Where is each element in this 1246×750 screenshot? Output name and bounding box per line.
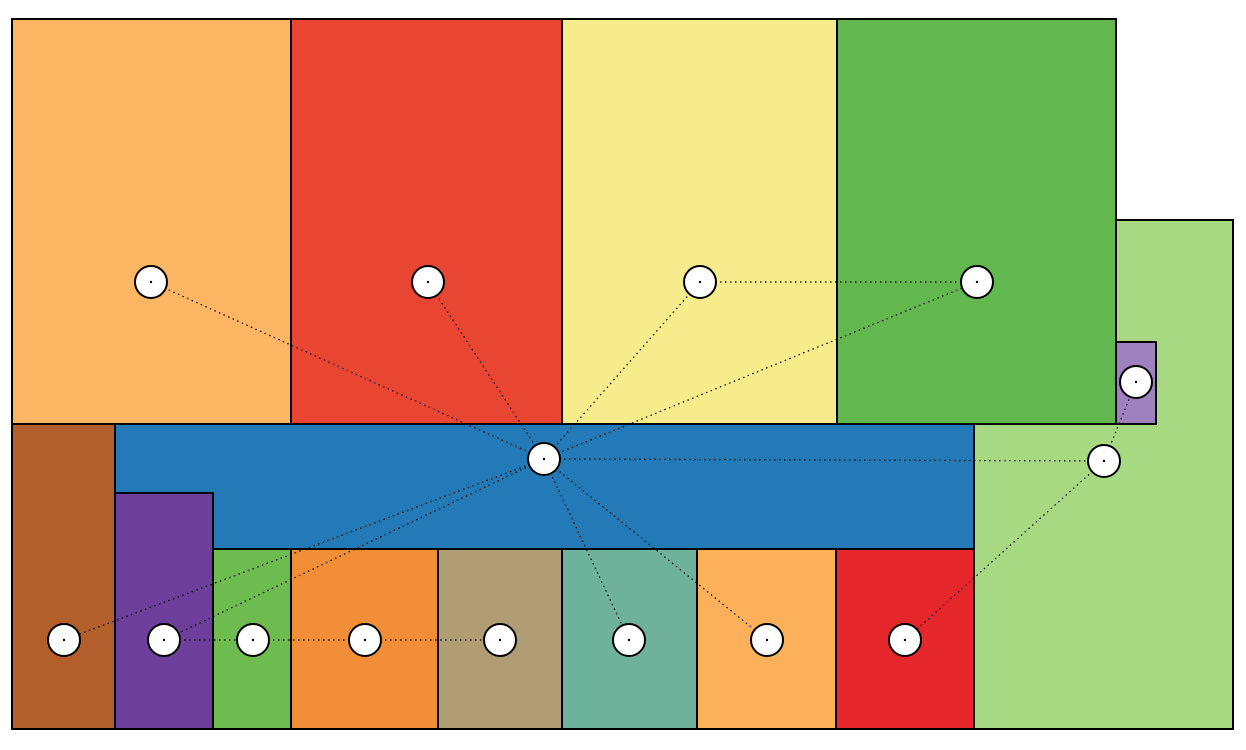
- room-10-node-center: [251, 638, 255, 642]
- room-14-node-center: [765, 638, 769, 642]
- room-9: [114, 492, 214, 730]
- room-4: [836, 18, 1117, 425]
- rooms-layer: [11, 18, 1234, 730]
- room-7-node-center: [542, 457, 546, 461]
- connection-room-7-room-1: [150, 281, 545, 460]
- room-3: [561, 18, 838, 425]
- connection-room-7-room-9: [163, 458, 545, 641]
- connection-room-7-room-5: [543, 458, 1105, 462]
- room-4-node-center: [975, 280, 979, 284]
- room-9-node-center: [162, 638, 166, 642]
- room-1: [11, 18, 292, 425]
- room-15-node-center: [903, 638, 907, 642]
- room-5-node-center: [1102, 459, 1106, 463]
- room-13-node-center: [627, 638, 631, 642]
- room-1-node-center: [149, 280, 153, 284]
- room-3-node-center: [698, 280, 702, 284]
- room-11-node-center: [363, 638, 367, 642]
- room-8: [11, 423, 116, 730]
- connection-room-7-room-8: [63, 458, 545, 641]
- room-8-node-center: [62, 638, 66, 642]
- room-6-node-center: [1134, 380, 1138, 384]
- connection-room-7-room-2: [427, 281, 545, 460]
- room-2-node-center: [426, 280, 430, 284]
- room-12-node-center: [498, 638, 502, 642]
- nodes-layer: [47, 265, 1153, 657]
- room-2: [290, 18, 563, 425]
